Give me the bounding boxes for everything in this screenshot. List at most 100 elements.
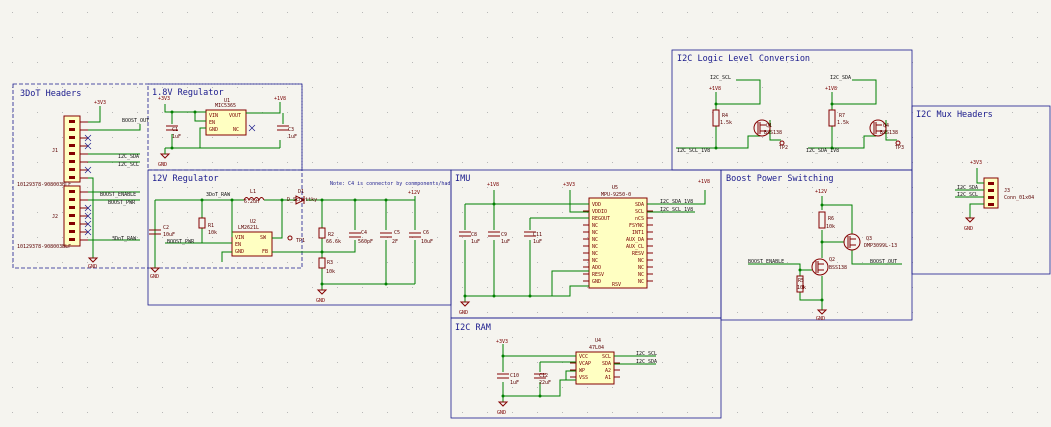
u2-part: LM2621L [238, 225, 259, 231]
svg-text:10k: 10k [326, 269, 335, 275]
no-connect-marks-j1 [84, 134, 92, 236]
gnd-symbol-boost: GND [816, 309, 828, 322]
pin-label: NC [592, 244, 598, 250]
title-mux-headers: I2C Mux Headers [916, 110, 993, 120]
svg-text:BSS138: BSS138 [764, 130, 782, 136]
svg-text:TP3: TP3 [895, 145, 904, 151]
svg-text:Q2: Q2 [829, 257, 835, 263]
svg-text:SW: SW [260, 235, 267, 241]
pin-label: NC [592, 230, 598, 236]
pin-label: VSS [579, 375, 588, 381]
inductor-l1: L16.2uH [243, 189, 265, 205]
pin-label: VDDIO [592, 209, 607, 215]
svg-text:C5: C5 [394, 230, 400, 236]
svg-text:1.5k: 1.5k [720, 120, 732, 126]
svg-text:VOUT: VOUT [229, 113, 241, 119]
reg18-3v3-label: +3V3 [158, 96, 170, 102]
boost-12v-label: +12V [815, 189, 827, 195]
svg-text:NC: NC [233, 127, 239, 133]
headers-3v3-label: +3V3 [94, 100, 106, 106]
svg-text:C6: C6 [423, 230, 429, 236]
svg-text:22uF: 22uF [539, 380, 551, 386]
pin-label: NC [592, 237, 598, 243]
pin-label: A2 [605, 368, 611, 374]
mux-3v3-label: +3V3 [970, 160, 982, 166]
title-1v8-regulator: 1.8V Regulator [152, 88, 224, 98]
level-1v8-right: +1V8 [825, 86, 837, 92]
gnd-symbol-reg18: GND [158, 148, 171, 168]
svg-text:C9: C9 [501, 232, 507, 238]
boost-out-label: BOOST_OUT [870, 259, 897, 265]
svg-text:R7: R7 [839, 113, 845, 119]
pin-label: VCAP [579, 361, 591, 367]
svg-text:D_Schottky: D_Schottky [287, 197, 317, 203]
title-12v-regulator: 12V Regulator [152, 174, 219, 184]
svg-text:R4: R4 [722, 113, 728, 119]
connector-j2: J2 10129378-908003BLF [17, 185, 88, 250]
headers-sda-label: I2C_SDA [118, 154, 139, 160]
pin-label: VCC [579, 354, 588, 360]
svg-text:C1: C1 [172, 127, 178, 133]
svg-text:Conn_01x04: Conn_01x04 [1004, 195, 1034, 201]
mux-scl-label: I2C_SCL [957, 192, 978, 198]
u1-ref: U1 [224, 98, 230, 104]
title-boost-switching: Boost Power Switching [726, 174, 833, 184]
svg-text:GND: GND [316, 298, 325, 304]
j1-ref: J1 [52, 148, 58, 154]
svg-text:D1: D1 [298, 189, 304, 195]
gnd-symbol-reg12-a: GND [149, 267, 161, 280]
svg-text:GND: GND [459, 310, 468, 316]
pin-label: INT1 [632, 230, 644, 236]
pin-label: SCL [635, 209, 644, 215]
gnd-symbol-reg12-b: GND [316, 289, 328, 304]
svg-text:Q4: Q4 [883, 123, 889, 129]
reg12-boost-pwr-label: BOOST_PWR [167, 239, 195, 245]
title-3dot-headers: 3DoT Headers [20, 89, 81, 99]
svg-text:1uF: 1uF [510, 380, 519, 386]
u5-ref: U5 [612, 185, 618, 191]
svg-text:BSS138: BSS138 [829, 265, 847, 271]
svg-text:GND: GND [816, 316, 825, 322]
headers-boost-enable-label: BOOST_ENABLE [100, 192, 136, 198]
wires-1v8-regulator [164, 102, 284, 149]
svg-text:10uF: 10uF [163, 232, 175, 238]
reg18-1v8-label: +1V8 [274, 96, 286, 102]
svg-text:GND: GND [497, 410, 506, 416]
headers-scl-label: I2C_SCL [118, 162, 139, 168]
ram-scl-label: I2C_SCL [636, 351, 657, 357]
ic-u1: VIN EN GND VOUT NC U1 MIC5365 [205, 98, 247, 136]
svg-text:1uF: 1uF [471, 239, 480, 245]
svg-text:GND: GND [88, 264, 97, 270]
pin-label: NC [638, 265, 644, 271]
level-sda-1v8-label: I2C_SDA_1V8 [806, 148, 839, 154]
svg-text:66.6k: 66.6k [326, 239, 341, 245]
level-sda-label: I2C_SDA [830, 75, 851, 81]
pin-label: NC [638, 272, 644, 278]
connector-j3: J3 Conn_01x04 [983, 177, 1034, 209]
imu-1v8-label: +1V8 [487, 182, 499, 188]
u4-part: 47L04 [589, 345, 604, 351]
pin-label: NC [638, 279, 644, 285]
svg-text:6.2uH: 6.2uH [244, 199, 259, 205]
imu-sda-label: I2C_SDA_1V8 [660, 199, 693, 205]
svg-text:560pF: 560pF [358, 239, 373, 245]
svg-text:GND: GND [235, 249, 244, 255]
reg12-note: Note: C4 is connector by conmponents/had [330, 181, 450, 187]
svg-text:DMP3099L-13: DMP3099L-13 [864, 243, 897, 249]
svg-text:C8: C8 [471, 232, 477, 238]
